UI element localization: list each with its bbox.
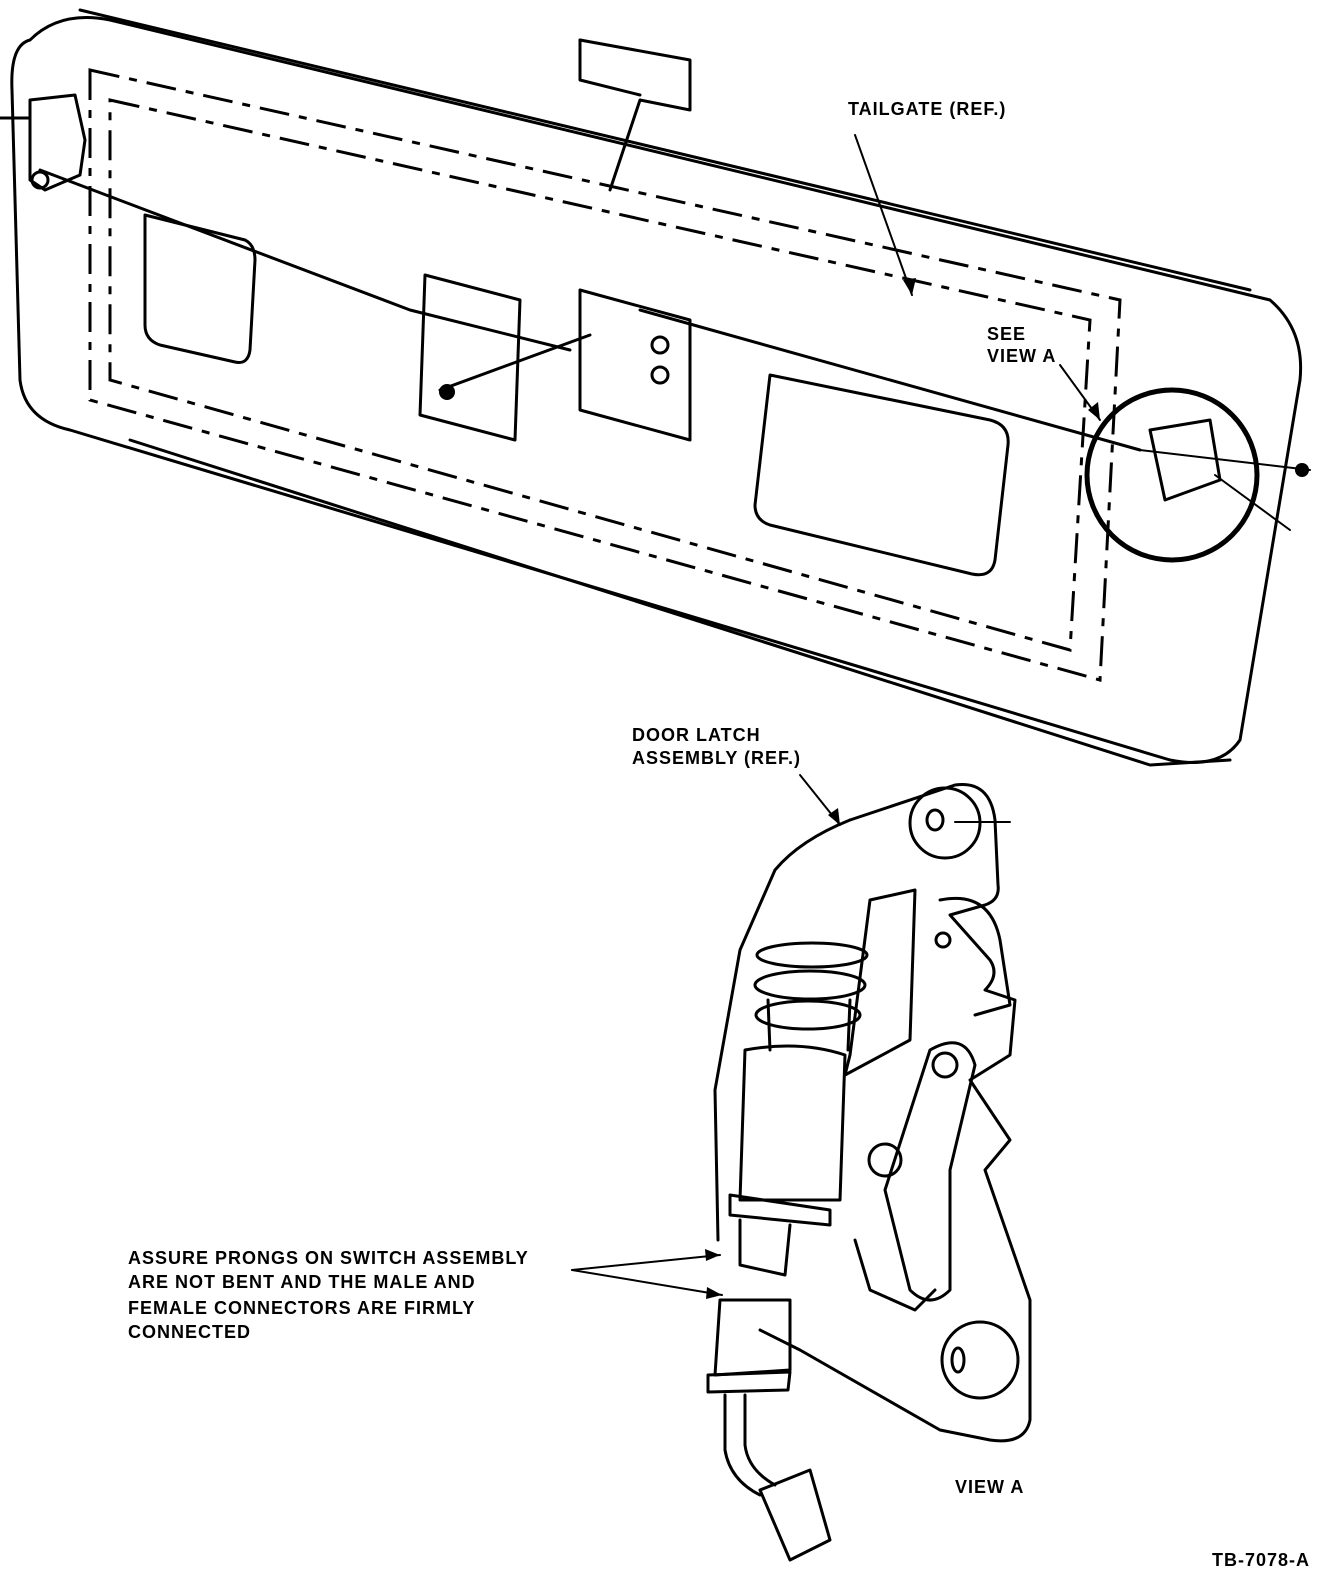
view-a-label: VIEW A xyxy=(955,1477,1025,1497)
note-line-3: FEMALE CONNECTORS ARE FIRMLY xyxy=(128,1298,476,1318)
tailgate-label: TAILGATE (REF.) xyxy=(848,99,1007,119)
door-latch-label-line1: DOOR LATCH xyxy=(632,725,761,745)
see-view-a-label-line2: VIEW A xyxy=(987,346,1057,366)
figure-id: TB-7078-A xyxy=(1212,1550,1311,1570)
door-latch-label-line2: ASSEMBLY (REF.) xyxy=(632,748,802,768)
see-view-a-label-line1: SEE xyxy=(987,324,1027,344)
note-line-4: CONNECTED xyxy=(128,1322,252,1342)
note-line-1: ASSURE PRONGS ON SWITCH ASSEMBLY xyxy=(128,1248,529,1268)
note-line-2: ARE NOT BENT AND THE MALE AND xyxy=(128,1272,476,1292)
